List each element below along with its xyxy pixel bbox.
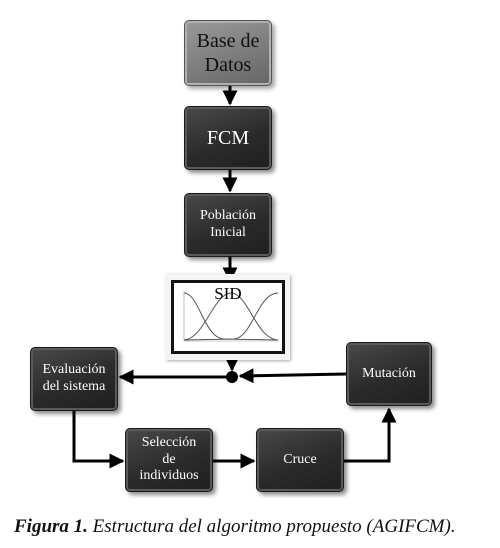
sid-plot: [171, 280, 285, 354]
node-evaluacion-line1: Evaluación: [42, 362, 106, 378]
node-base-de-datos-line2: Datos: [204, 54, 252, 76]
node-poblacion-line1: Población: [200, 208, 256, 224]
node-seleccion-line3: individuos: [139, 468, 199, 484]
junction-dot: [226, 371, 238, 383]
node-evaluacion-line2: del sistema: [42, 379, 106, 394]
figure-caption: Figura 1. Estructura del algoritmo propu…: [14, 516, 494, 538]
node-evaluacion-sistema: Evaluación del sistema: [30, 347, 118, 411]
node-seleccion-line1: Selección: [141, 434, 197, 450]
caption-label: Figura 1.: [14, 516, 88, 537]
membership-functions-plot: [183, 291, 279, 342]
caption-text: Estructura del algoritmo propuesto (AGIF…: [92, 516, 456, 537]
node-poblacion-inicial: Población Inicial: [184, 193, 272, 257]
node-cruce: Cruce: [256, 428, 344, 492]
node-mutacion: Mutación: [346, 342, 432, 406]
arrow-evaluacion-to-seleccion: [72, 411, 125, 469]
node-seleccion-individuos: Selección de individuos: [125, 428, 213, 492]
node-fcm: FCM: [184, 106, 272, 170]
arrow-cruce-to-mutacion: [344, 407, 397, 463]
node-base-de-datos: Base de Datos: [184, 20, 272, 86]
node-fcm-label: FCM: [206, 127, 250, 149]
arrow-mutacion-to-junction: [238, 368, 347, 384]
sid-label: SID: [214, 284, 242, 303]
sid-frame: [166, 274, 290, 360]
node-cruce-label: Cruce: [283, 451, 317, 467]
node-base-de-datos-line1: Base de: [196, 30, 260, 52]
node-poblacion-line2: Inicial: [210, 225, 246, 240]
node-seleccion-line2: de: [162, 451, 176, 467]
node-mutacion-label: Mutación: [362, 365, 416, 381]
